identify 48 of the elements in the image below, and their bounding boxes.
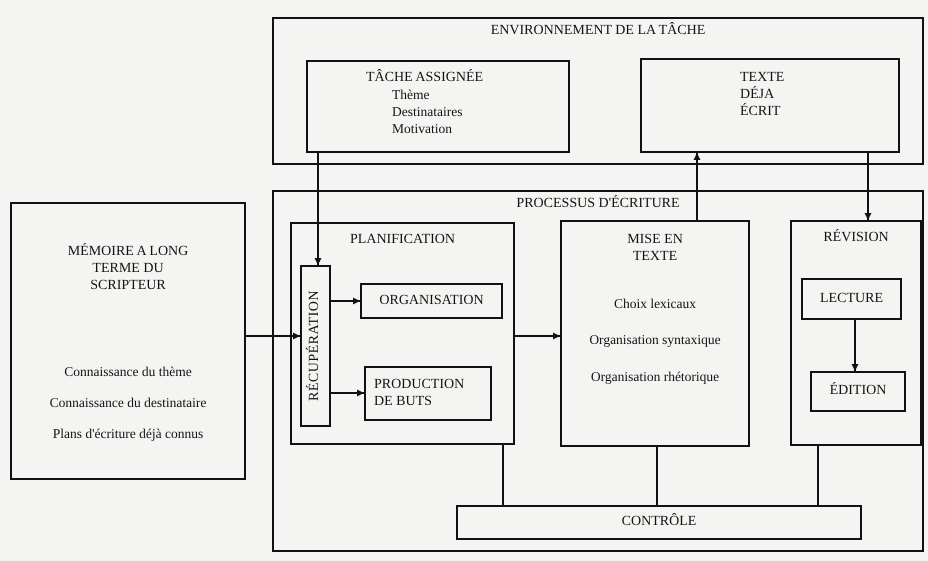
box-text: Connaissance du destinataire xyxy=(50,395,206,412)
box-heading: PROCESSUS D'ÉCRITURE xyxy=(516,196,680,213)
box-heading: LECTURE xyxy=(820,290,883,308)
box-heading: RÉVISION xyxy=(823,230,889,247)
process-box xyxy=(290,222,515,445)
process-box xyxy=(640,58,900,153)
connector-line xyxy=(817,446,819,505)
process-box xyxy=(801,278,902,320)
arrow xyxy=(331,390,364,396)
box-heading: ENVIRONNEMENT DE LA TÂCHE xyxy=(490,23,706,40)
box-heading: TÂCHE ASSIGNÉE xyxy=(366,70,484,87)
box-heading: RÉCUPÉRATION xyxy=(307,290,324,402)
connector-line xyxy=(502,445,504,505)
box-heading: PRODUCTION DE BUTS xyxy=(374,376,466,410)
box-text: Thème xyxy=(392,86,430,104)
arrow xyxy=(864,153,872,220)
box-heading: MISE EN TEXTE xyxy=(626,232,684,266)
arrow xyxy=(314,153,322,265)
box-text: Plans d'écriture déjà connus xyxy=(52,426,204,444)
arrow xyxy=(515,332,560,340)
box-text: Connaissance du thème xyxy=(64,364,192,382)
box-heading: PLANIFICATION xyxy=(350,232,455,249)
process-box xyxy=(560,220,750,447)
process-box xyxy=(364,366,492,421)
box-text: Motivation xyxy=(392,120,452,138)
box-heading: CONTRÔLE xyxy=(622,514,696,531)
connector-line xyxy=(656,447,658,505)
process-box xyxy=(10,202,246,480)
arrow xyxy=(246,332,300,340)
arrow xyxy=(852,320,858,371)
box-heading: ORGANISATION xyxy=(379,292,484,310)
box-text: Organisation syntaxique xyxy=(589,332,721,350)
process-box xyxy=(300,265,331,427)
process-box xyxy=(456,505,862,540)
box-heading: MÉMOIRE A LONG TERME DU SCRIPTEUR xyxy=(66,244,190,294)
box-heading: ÉDITION xyxy=(830,383,886,400)
box-text: Destinataires xyxy=(392,104,462,121)
box-heading: TEXTE DÉJA ÉCRIT xyxy=(740,70,786,120)
process-box xyxy=(272,190,924,552)
process-box xyxy=(810,371,906,412)
arrow xyxy=(694,153,700,220)
process-box xyxy=(306,60,570,153)
arrow xyxy=(331,298,360,304)
process-box xyxy=(272,17,924,165)
box-text: Choix lexicaux xyxy=(614,296,696,312)
process-box xyxy=(360,283,503,319)
box-text: Organisation rhétorique xyxy=(590,369,720,386)
process-box xyxy=(790,220,922,446)
